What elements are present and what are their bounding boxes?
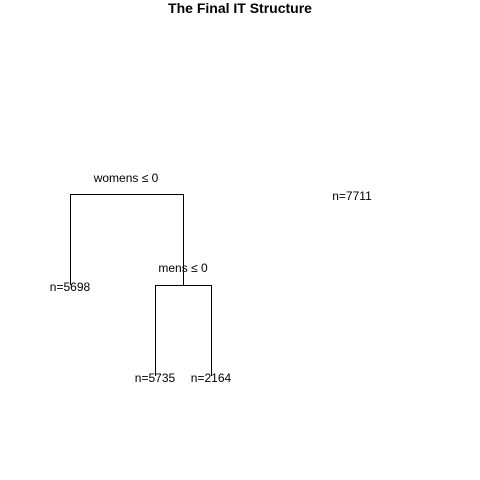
diagram-title: The Final IT Structure <box>168 0 312 16</box>
inner-left-leaf-count: n=5735 <box>135 371 176 385</box>
total-count: n=7711 <box>332 189 372 203</box>
inner-split-connector <box>155 285 212 376</box>
root-split-label: womens ≤ 0 <box>93 171 159 185</box>
root-split-connector <box>70 194 184 285</box>
inner-right-leaf-count: n=2164 <box>191 371 232 385</box>
inner-split-label: mens ≤ 0 <box>158 261 208 275</box>
left-leaf-count: n=5698 <box>50 280 91 294</box>
